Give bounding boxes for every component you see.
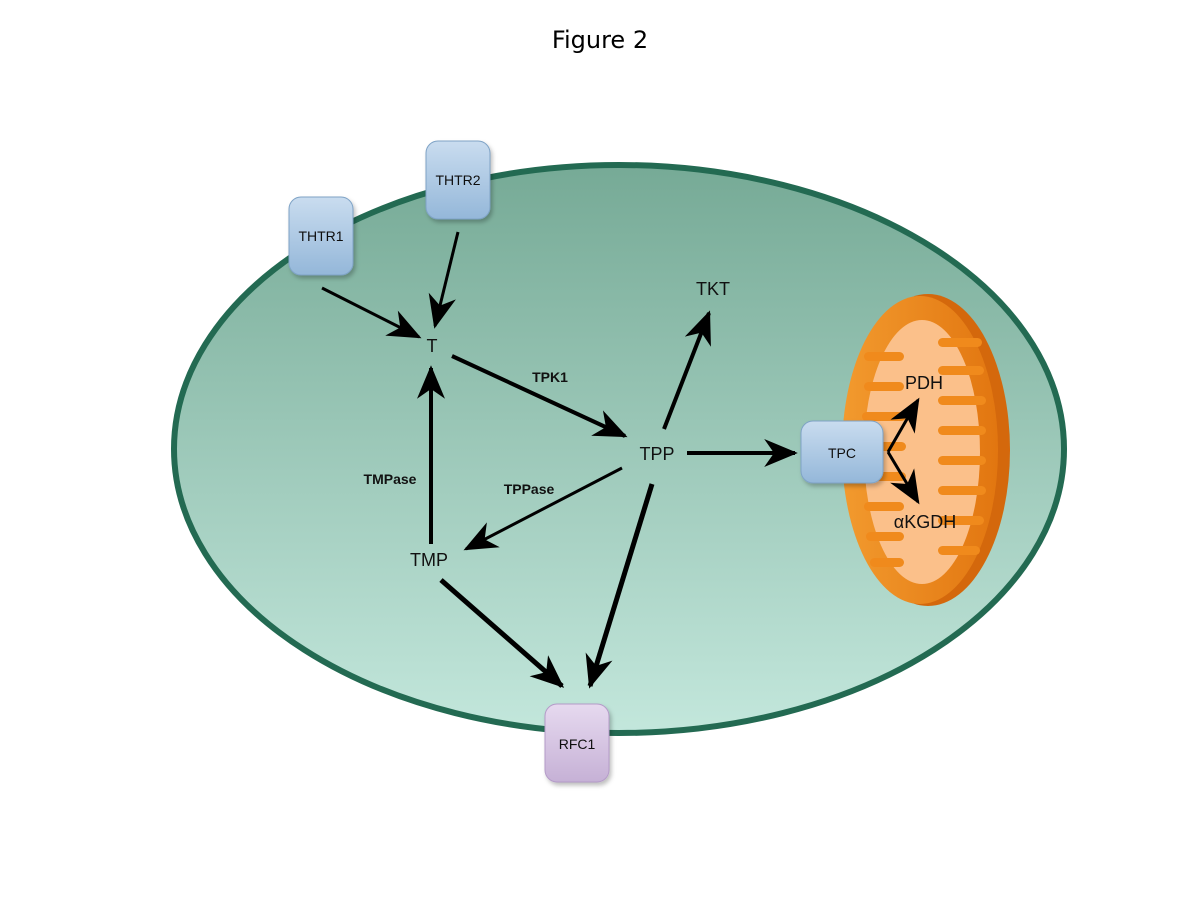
arrow-tpp-to-rfc1 xyxy=(585,483,655,689)
arrow-tpp-to-tkt xyxy=(662,310,711,430)
figure-title: Figure 2 xyxy=(551,26,649,54)
node-akgdh: αKGDH xyxy=(894,512,956,532)
node-t: T xyxy=(427,336,438,356)
enzyme-tpk1: TPK1 xyxy=(532,369,568,385)
enzyme-tmpase: TMPase xyxy=(364,471,417,487)
node-pdh: PDH xyxy=(905,373,943,393)
arrow-thtr2-to-t xyxy=(428,231,460,329)
transporter-tpc: TPC xyxy=(800,420,884,484)
node-tmp: TMP xyxy=(410,550,448,570)
transporter-rfc1: RFC1 xyxy=(544,703,610,783)
node-tpp: TPP xyxy=(639,444,674,464)
arrow-thtr1-to-t xyxy=(321,286,422,339)
pathway-arrows xyxy=(321,231,920,689)
tpc-label: TPC xyxy=(828,445,856,461)
arrow-t-to-tpp xyxy=(451,354,628,438)
arrow-tpc-to-pdh xyxy=(886,397,920,453)
thtr2-label: THTR2 xyxy=(435,172,480,188)
arrow-tpc-to-akgdh xyxy=(886,451,920,505)
transporter-thtr1: THTR1 xyxy=(288,196,354,276)
rfc1-label: RFC1 xyxy=(559,736,596,752)
node-tkt: TKT xyxy=(696,279,730,299)
cell-membrane xyxy=(171,162,1067,736)
enzyme-tppase: TPPase xyxy=(504,481,555,497)
mitochondrion xyxy=(842,294,1010,606)
arrow-tmp-to-rfc1 xyxy=(439,578,565,688)
arrow-tpp-to-tmp xyxy=(463,466,623,551)
transporter-thtr2: THTR2 xyxy=(425,140,491,220)
thtr1-label: THTR1 xyxy=(298,228,343,244)
